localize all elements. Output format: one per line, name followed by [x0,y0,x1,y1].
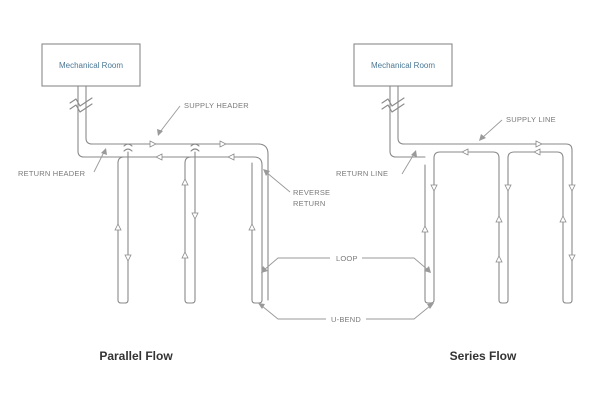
series-flow-arrow [461,148,469,156]
series-flow-arrow [504,184,512,192]
parallel-pipe-break-symbol [69,103,93,113]
supply-line-label: SUPPLY LINE [506,115,556,124]
parallel-loop-3 [251,162,263,304]
series-flow-caption: Series Flow [450,349,517,363]
series-mechanical-room-label: Mechanical Room [371,61,435,70]
loop-label: LOOP [336,254,358,263]
parallel-flow-arrow [219,140,227,148]
series-flow-arrow [430,184,438,192]
parallel-flow-diagram: Mechanical Room SUPPLY [18,43,330,363]
u-bend-leader-right [366,305,431,320]
parallel-crossover [123,143,133,147]
parallel-flow-caption: Parallel Flow [99,349,173,363]
series-flow-arrow [559,215,567,223]
series-flow-arrow [568,184,576,192]
series-pipe-break-symbol [381,97,405,107]
parallel-flow-arrow [227,153,235,161]
parallel-flow-arrow [181,251,189,259]
series-flow-arrow [568,254,576,262]
parallel-crossover [123,148,133,152]
series-return-pipe [389,85,426,158]
series-flow-arrow [535,140,543,148]
supply-header-leader [159,105,181,133]
parallel-pipe-break-symbol [69,97,93,107]
parallel-crossover [190,148,200,152]
parallel-loop-connection [117,156,125,164]
series-flow-arrow [421,225,429,233]
parallel-mechanical-room-label: Mechanical Room [59,61,123,70]
shared-callouts: LOOP U-BEND [258,254,434,324]
series-flow-arrow [495,255,503,263]
parallel-flow-arrow [124,254,132,262]
parallel-flow-arrow [191,212,199,220]
parallel-crossover [190,143,200,147]
series-flow-arrow [533,148,541,156]
supply-header-label: SUPPLY HEADER [184,101,249,110]
parallel-flow-arrow [248,223,256,231]
series-mechanical-room-box [353,43,453,87]
return-line-label: RETURN LINE [336,169,388,178]
parallel-supply-pipe [77,85,263,301]
reverse-return-label: RETURN [293,199,325,208]
return-header-leader [93,151,105,173]
loop-leader-left [263,257,330,271]
parallel-flow-arrow [181,178,189,186]
return-header-label: RETURN HEADER [18,169,86,178]
loop-leader-right [362,257,429,271]
series-flow-diagram: Mechanical Room SUPPLY LINE RETURN LINE … [336,43,576,363]
series-loop-pipe [397,85,573,304]
reverse-return-leader [265,171,291,193]
u-bend-leader-left [261,305,326,320]
parallel-flow-arrow [114,223,122,231]
parallel-loop-2 [184,151,196,304]
series-pipe-break-symbol [381,103,405,113]
parallel-flow-arrow [149,140,157,148]
u-bend-label: U-BEND [331,315,361,324]
parallel-flow-arrow [155,153,163,161]
parallel-return-pipe [85,85,269,301]
reverse-return-label: REVERSE [293,188,330,197]
supply-line-leader [481,119,503,139]
series-flow-arrow [495,215,503,223]
parallel-loop-connection [184,156,192,164]
parallel-loop-1 [117,151,129,304]
return-line-leader [401,153,415,175]
parallel-mechanical-room-box [41,43,141,87]
